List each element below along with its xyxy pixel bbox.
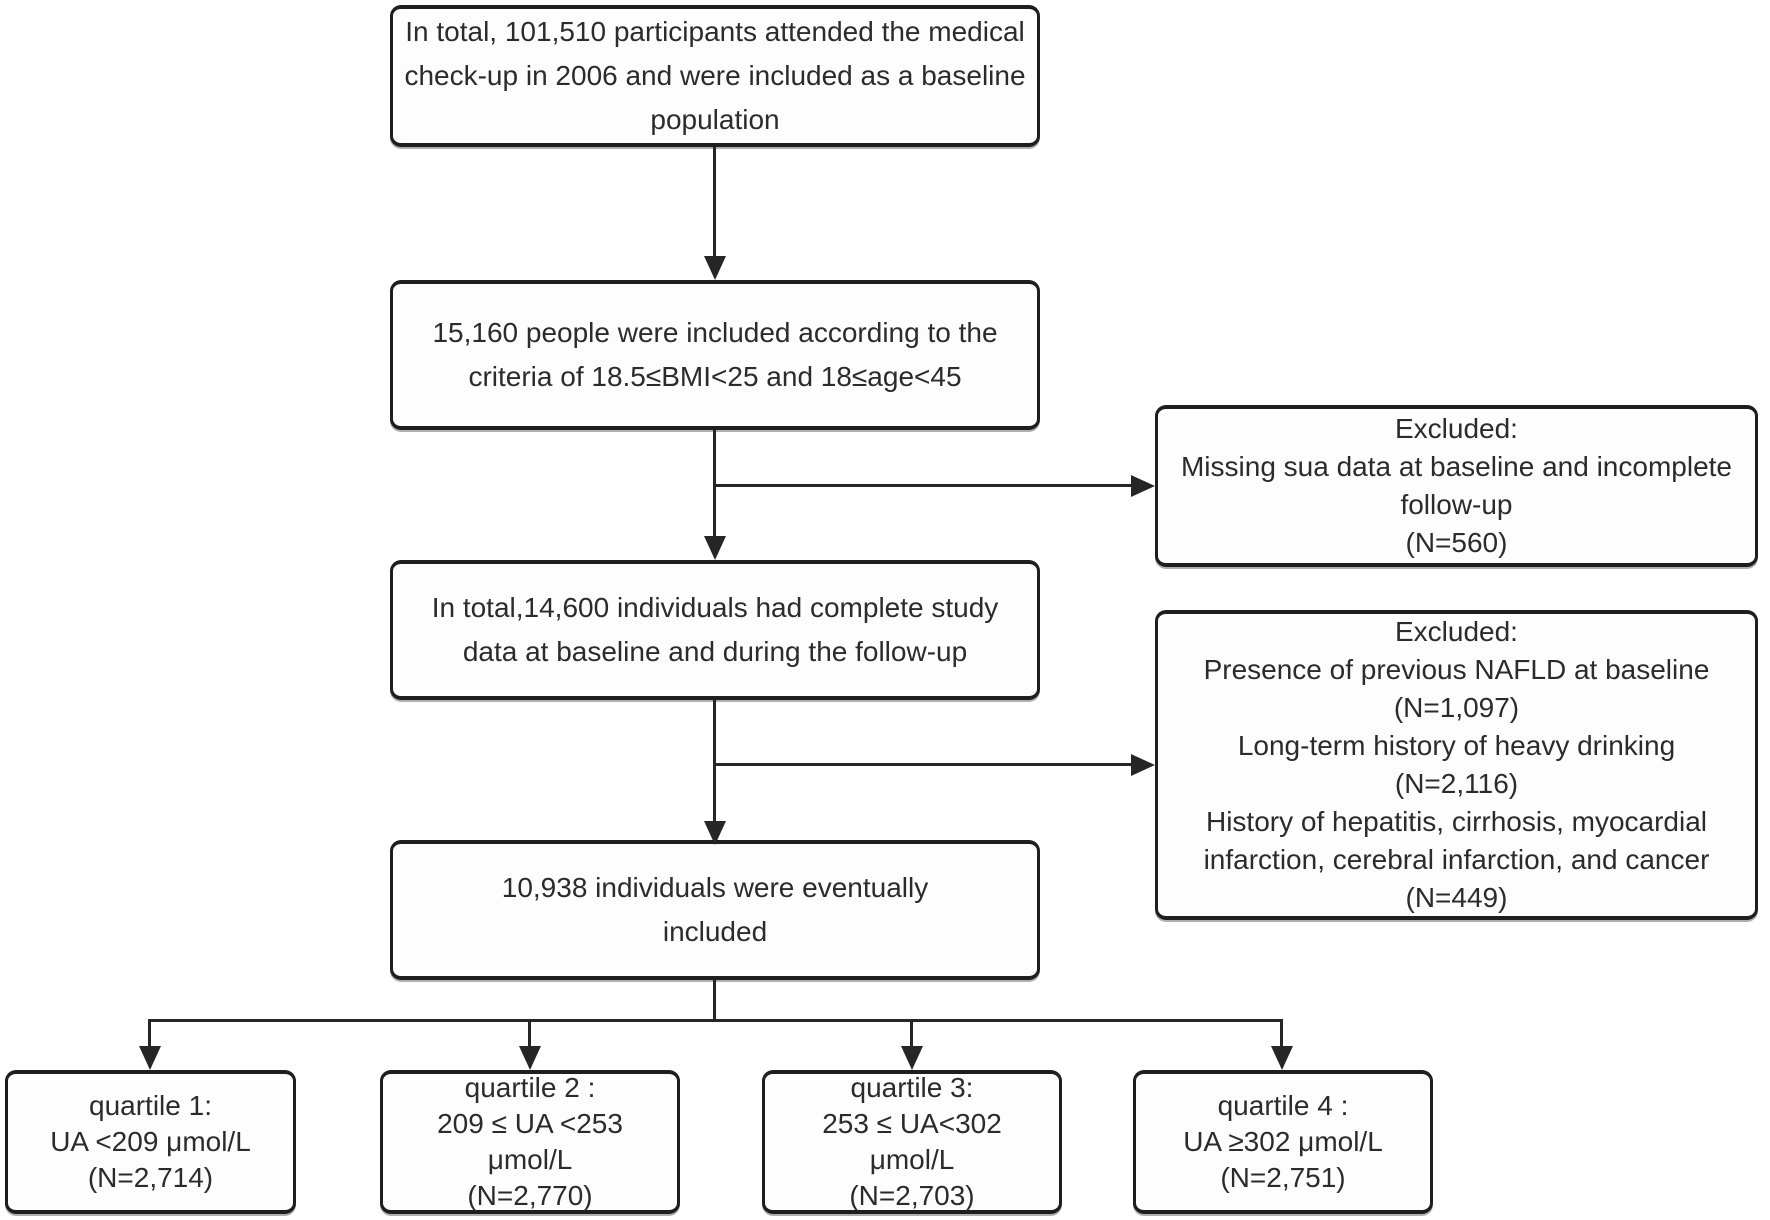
node-baseline-population: In total, 101,510 participants attended … (390, 5, 1040, 147)
drop-quartile-4-line (1280, 1019, 1283, 1048)
node-complete-data-text: In total,14,600 individuals had complete… (431, 592, 999, 667)
node-excluded-history: Excluded: Presence of previous NAFLD at … (1155, 610, 1758, 920)
node-quartile-1: quartile 1: UA <209 μmol/L (N=2,714) (5, 1070, 296, 1214)
connector-criteria-to-complete-line (713, 430, 716, 536)
connector-baseline-to-criteria-arrowhead-icon (704, 256, 726, 280)
node-quartile-4-text: quartile 4 : UA ≥302 μmol/L (N=2,751) (1183, 1090, 1383, 1193)
connector-complete-to-final-arrowhead-icon (704, 821, 726, 845)
node-baseline-population-text: In total, 101,510 participants attended … (404, 16, 1026, 135)
node-complete-data: In total,14,600 individuals had complete… (390, 560, 1040, 700)
node-final-included-text: 10,938 individuals were eventually inclu… (501, 872, 929, 947)
branch-to-excluded-history-arrowhead-icon (1131, 754, 1155, 776)
branch-to-excluded-missing-sua-line (715, 484, 1131, 487)
branch-to-excluded-missing-sua-arrowhead-icon (1131, 475, 1155, 497)
node-excluded-missing-sua: Excluded: Missing sua data at baseline a… (1155, 405, 1758, 567)
node-quartile-3-text: quartile 3: 253 ≤ UA<302 μmol/L (N=2,703… (822, 1072, 1002, 1211)
drop-quartile-4-arrowhead-icon (1271, 1046, 1293, 1070)
node-excluded-missing-sua-text: Excluded: Missing sua data at baseline a… (1180, 413, 1732, 558)
branch-to-excluded-history-line (715, 763, 1131, 766)
node-bmi-age-criteria-text: 15,160 people were included according to… (432, 317, 998, 392)
connector-baseline-to-criteria-line (713, 147, 716, 256)
node-quartile-4: quartile 4 : UA ≥302 μmol/L (N=2,751) (1133, 1070, 1433, 1214)
drop-quartile-1-arrowhead-icon (139, 1046, 161, 1070)
distribution-line (148, 1019, 1283, 1022)
node-bmi-age-criteria: 15,160 people were included according to… (390, 280, 1040, 430)
drop-quartile-3-line (910, 1019, 913, 1048)
connector-final-to-distribution-line (713, 980, 716, 1022)
connector-complete-to-final-line (713, 700, 716, 821)
drop-quartile-2-line (528, 1019, 531, 1048)
drop-quartile-3-arrowhead-icon (901, 1046, 923, 1070)
node-final-included: 10,938 individuals were eventually inclu… (390, 840, 1040, 980)
node-quartile-2-text: quartile 2 : 209 ≤ UA <253 μmol/L (N=2,7… (437, 1072, 623, 1211)
node-quartile-2: quartile 2 : 209 ≤ UA <253 μmol/L (N=2,7… (380, 1070, 680, 1214)
connector-criteria-to-complete-arrowhead-icon (704, 536, 726, 560)
drop-quartile-1-line (148, 1019, 151, 1048)
node-quartile-1-text: quartile 1: UA <209 μmol/L (N=2,714) (50, 1090, 251, 1193)
drop-quartile-2-arrowhead-icon (519, 1046, 541, 1070)
node-quartile-3: quartile 3: 253 ≤ UA<302 μmol/L (N=2,703… (762, 1070, 1062, 1214)
node-excluded-history-text: Excluded: Presence of previous NAFLD at … (1203, 616, 1710, 913)
